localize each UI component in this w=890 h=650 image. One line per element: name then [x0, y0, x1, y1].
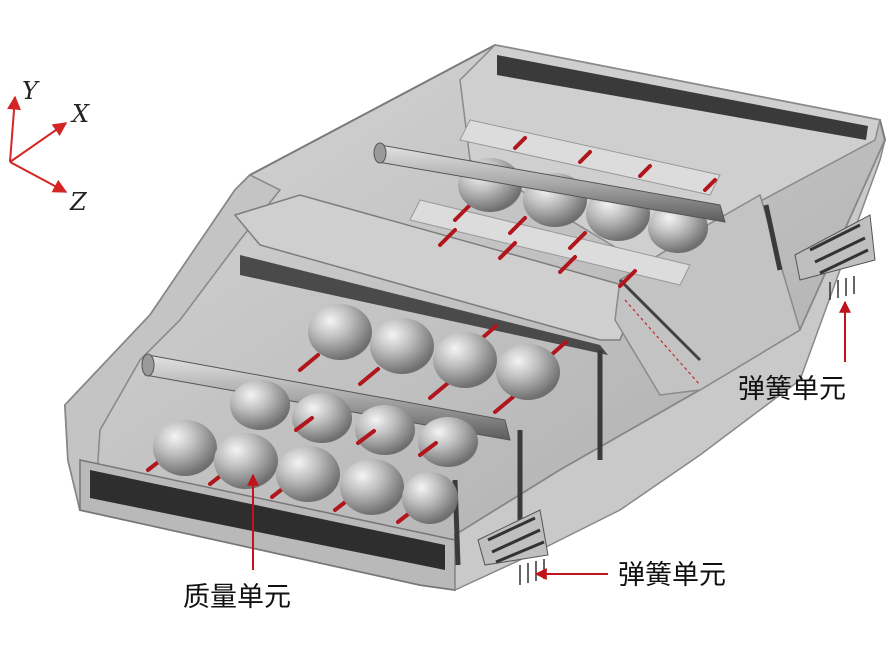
upper-beam-end [373, 142, 387, 164]
mass-element [496, 344, 560, 400]
gusset-dark-edge [618, 278, 702, 362]
callout-mass: 质量单元 [183, 473, 291, 613]
mass-element [418, 417, 478, 467]
spring-bottom-label: 弹簧单元 [618, 560, 726, 591]
y-axis-label: Y [22, 77, 40, 105]
mass-element [308, 304, 372, 360]
spring-element [513, 136, 527, 150]
right-post-3 [763, 204, 783, 271]
bracket-rib [814, 236, 866, 264]
spring-element [428, 381, 450, 400]
spring-element [453, 203, 472, 222]
front-slot [90, 470, 445, 570]
z-axis-label: Z [69, 188, 88, 216]
bracket-rib [819, 248, 869, 275]
z-axis-arrow [9, 161, 68, 193]
spring-element [438, 228, 457, 247]
middle-beam-end [141, 353, 155, 377]
divider-top-beam [240, 255, 608, 355]
spring-element [298, 353, 320, 372]
coordinate-axes: Y X Z [7, 77, 90, 216]
bottom-spring-support [477, 509, 549, 585]
right-side-wall [454, 139, 886, 592]
callout-spring-bottom: 弹簧单元 [534, 560, 726, 591]
spring-element [578, 150, 592, 164]
mass-element [370, 318, 434, 374]
middle-mass-elements [308, 304, 560, 400]
spring-element [493, 395, 515, 414]
mass-element [340, 459, 404, 515]
spring-element [548, 340, 568, 358]
spring-element [294, 416, 314, 432]
x-axis-label: X [70, 100, 90, 128]
bracket-rib [487, 516, 536, 542]
spring-element [508, 216, 527, 235]
spring-element [358, 367, 380, 386]
gusset-dash [624, 299, 701, 386]
spring-right-label: 弹簧单元 [738, 374, 846, 405]
mass-label: 质量单元 [183, 582, 291, 613]
y-axis-arrow [7, 95, 22, 163]
spring-element [418, 441, 438, 457]
back-wall-slot [497, 55, 868, 140]
bottom-spring-legs [519, 559, 545, 585]
bracket-rib [809, 223, 861, 252]
lower-front-masses [153, 420, 458, 524]
mass-element [292, 393, 352, 443]
spring-element [558, 255, 577, 274]
far-spring-elements [438, 136, 717, 288]
spring-element [618, 269, 637, 288]
right-support-bracket [794, 214, 876, 281]
bracket-rib [495, 540, 545, 564]
right-spring-support [794, 214, 876, 300]
far-deck-section [373, 119, 726, 288]
spring-element [703, 178, 717, 192]
mass-element [276, 446, 340, 502]
right-spring-legs [829, 276, 855, 300]
mass-element [230, 380, 290, 430]
spring-element [498, 241, 517, 260]
cross-divider-plate [233, 194, 642, 341]
bracket-rib [491, 528, 541, 554]
spring-element [568, 231, 587, 250]
mass-element [433, 332, 497, 388]
mass-element [153, 420, 217, 476]
spring-element [638, 164, 652, 178]
lower-deck-section [146, 380, 478, 524]
mass-element [402, 472, 458, 524]
spring-element [356, 429, 376, 445]
mass-element [355, 405, 415, 455]
mass-element [214, 433, 278, 489]
far-deck-plate-2 [409, 199, 691, 286]
x-axis-arrow [9, 122, 68, 163]
callout-spring-right: 弹簧单元 [738, 300, 851, 405]
lower-back-masses [230, 380, 478, 467]
